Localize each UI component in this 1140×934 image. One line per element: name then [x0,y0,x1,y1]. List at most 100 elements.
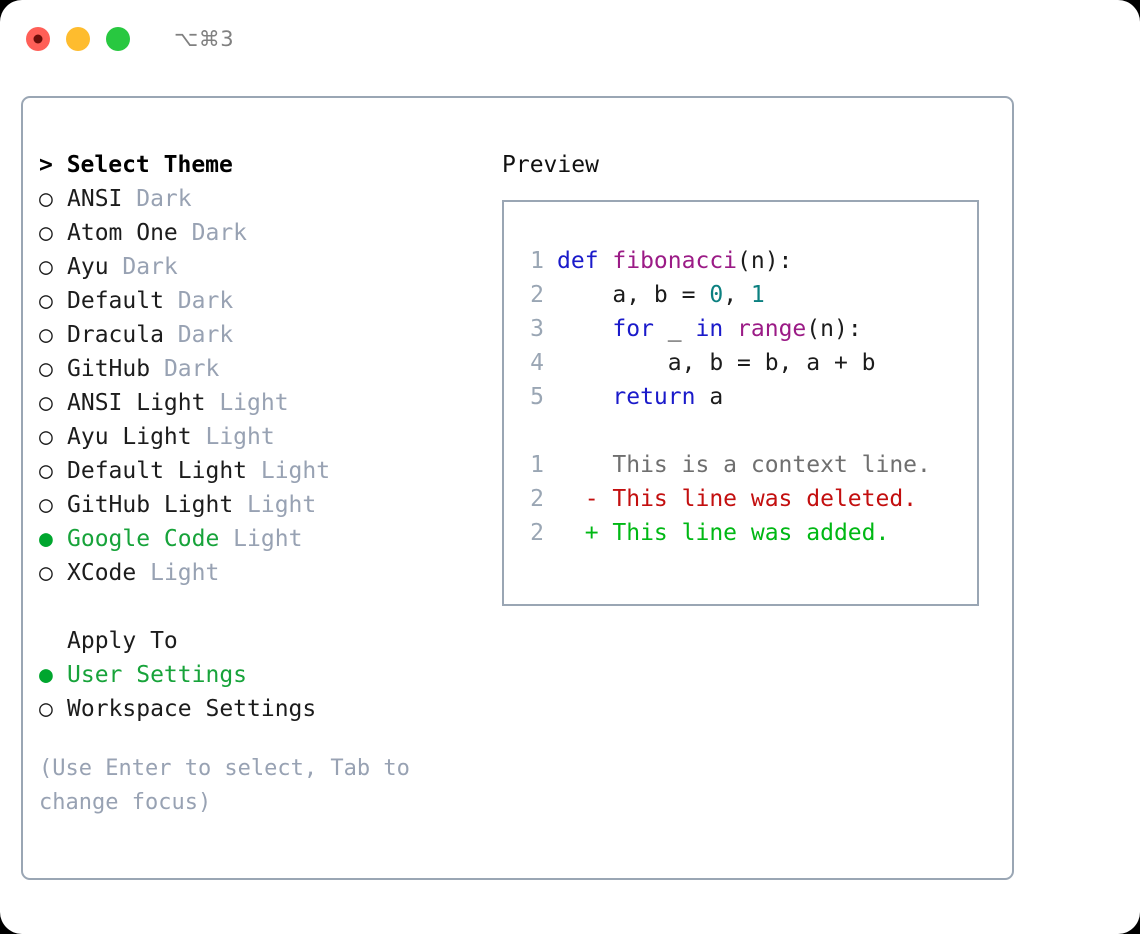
traffic-light-group [26,27,130,51]
dialog-panel: > Select Theme ○ANSI Dark○Atom One Dark○… [21,96,1014,880]
theme-variant-badge: Light [219,526,303,552]
theme-variant-badge: Light [191,424,275,450]
radio-unselected-icon: ○ [39,424,53,450]
apply-to-label: Workspace Settings [67,696,317,722]
theme-list[interactable]: ○ANSI Dark○Atom One Dark○Ayu Dark○Defaul… [39,182,489,590]
apply-to-list[interactable]: ● User Settings ○ Workspace Settings [39,658,489,726]
token-pl [723,316,737,342]
code-line: 1 def fibonacci(n): [504,244,977,278]
theme-list-item[interactable]: ○Dracula Dark [39,318,489,352]
theme-list-item[interactable]: ○Default Light Light [39,454,489,488]
token-pl [557,316,612,342]
token-kw: def [557,248,613,274]
theme-name: Default [67,288,164,314]
theme-list-item[interactable]: ○Ayu Dark [39,250,489,284]
token-fn: range [737,316,807,342]
token-pl: _ [653,316,696,342]
hint-text: (Use Enter to select, Tab to change focu… [39,756,424,815]
token-kw: return [612,384,696,410]
theme-name: ANSI Light [67,390,206,416]
token-kw: in [695,316,724,342]
theme-variant-badge: Dark [177,220,248,246]
theme-list-item[interactable]: ○ GitHub Dark [39,352,489,386]
apply-to-header: Apply To [67,628,178,654]
token-pl [557,384,612,410]
theme-list-item[interactable]: ●Google Code Light [39,522,489,556]
code-text: for _ in range(n): [557,312,862,346]
apply-to-item[interactable]: ● User Settings [39,658,489,692]
apply-to-label: User Settings [67,662,248,688]
code-text: return a [557,380,723,414]
diff-line-added: 2 + This line was added. [504,516,977,550]
theme-variant-badge: Dark [150,356,220,382]
theme-name: ANSI [67,186,123,212]
radio-unselected-icon: ○ [39,458,53,484]
apply-to-item[interactable]: ○ Workspace Settings [39,692,489,726]
diff-text: This is a context line. [557,452,931,478]
line-number: 1 [530,248,544,274]
theme-name: XCode [67,560,137,586]
line-number: 2 [530,520,544,546]
theme-name: Atom One [67,220,178,246]
maximize-button[interactable] [106,27,130,51]
code-text: def fibonacci(n): [557,244,792,278]
radio-unselected-icon: ○ [39,696,53,722]
theme-variant-badge: Light [136,560,220,586]
theme-list-item[interactable]: ○GitHub Light Light [39,488,489,522]
theme-list-item[interactable]: ○ Default Dark [39,284,489,318]
keyboard-shortcut-label: ⌥⌘3 [174,27,235,51]
code-line: 4 a, b = b, a + b [504,346,977,380]
line-number: 2 [530,282,544,308]
radio-unselected-icon: ○ [39,322,53,348]
token-pl: (n): [737,248,793,274]
theme-variant-badge: Light [205,390,289,416]
theme-list-item[interactable]: ○ Ayu Light Light [39,420,489,454]
theme-list-item[interactable]: ○XCode Light [39,556,489,590]
theme-list-item[interactable]: ○Atom One Dark [39,216,489,250]
token-num: 1 [750,282,765,308]
line-number: 3 [530,316,544,342]
diff-text: - This line was deleted. [557,486,918,512]
radio-unselected-icon: ○ [39,390,53,416]
token-num: 0 [709,282,724,308]
theme-name: GitHub Light [67,492,234,518]
token-fn: fibonacci [612,248,738,274]
theme-variant-badge: Dark [122,186,192,212]
diff-line-context: 1 This is a context line. [504,448,977,482]
radio-unselected-icon: ○ [39,288,53,314]
close-button[interactable] [26,27,50,51]
radio-selected-icon: ● [39,662,53,688]
code-line: 3 for _ in range(n): [504,312,977,346]
radio-unselected-icon: ○ [39,186,53,212]
radio-unselected-icon: ○ [39,356,53,382]
theme-picker-column: > Select Theme ○ANSI Dark○Atom One Dark○… [39,148,489,820]
code-diff-separator [504,414,977,448]
theme-name: Ayu Light [67,424,192,450]
theme-list-item[interactable]: ○ ANSI Light Light [39,386,489,420]
line-number: 1 [530,452,544,478]
minimize-button[interactable] [66,27,90,51]
theme-name: Google Code [67,526,220,552]
theme-name: GitHub [67,356,151,382]
preview-title: Preview [502,152,599,178]
code-line: 2 a, b = 0, 1 [504,278,977,312]
token-pl: a, b = b, a + b [557,350,876,376]
code-text: a, b = 0, 1 [557,278,765,312]
radio-unselected-icon: ○ [39,254,53,280]
token-pl: (n): [806,316,862,342]
theme-list-item[interactable]: ○ ANSI Dark [39,182,489,216]
code-line: 5 return a [504,380,977,414]
theme-variant-badge: Light [247,458,331,484]
diff-text: + This line was added. [557,520,890,546]
token-kw: for [612,316,654,342]
theme-variant-badge: Dark [163,288,234,314]
theme-variant-badge: Dark [163,322,234,348]
token-pl: a [695,384,724,410]
theme-name: Ayu [67,254,109,280]
code-text: a, b = b, a + b [557,346,876,380]
line-number: 5 [530,384,544,410]
theme-variant-badge: Light [233,492,317,518]
